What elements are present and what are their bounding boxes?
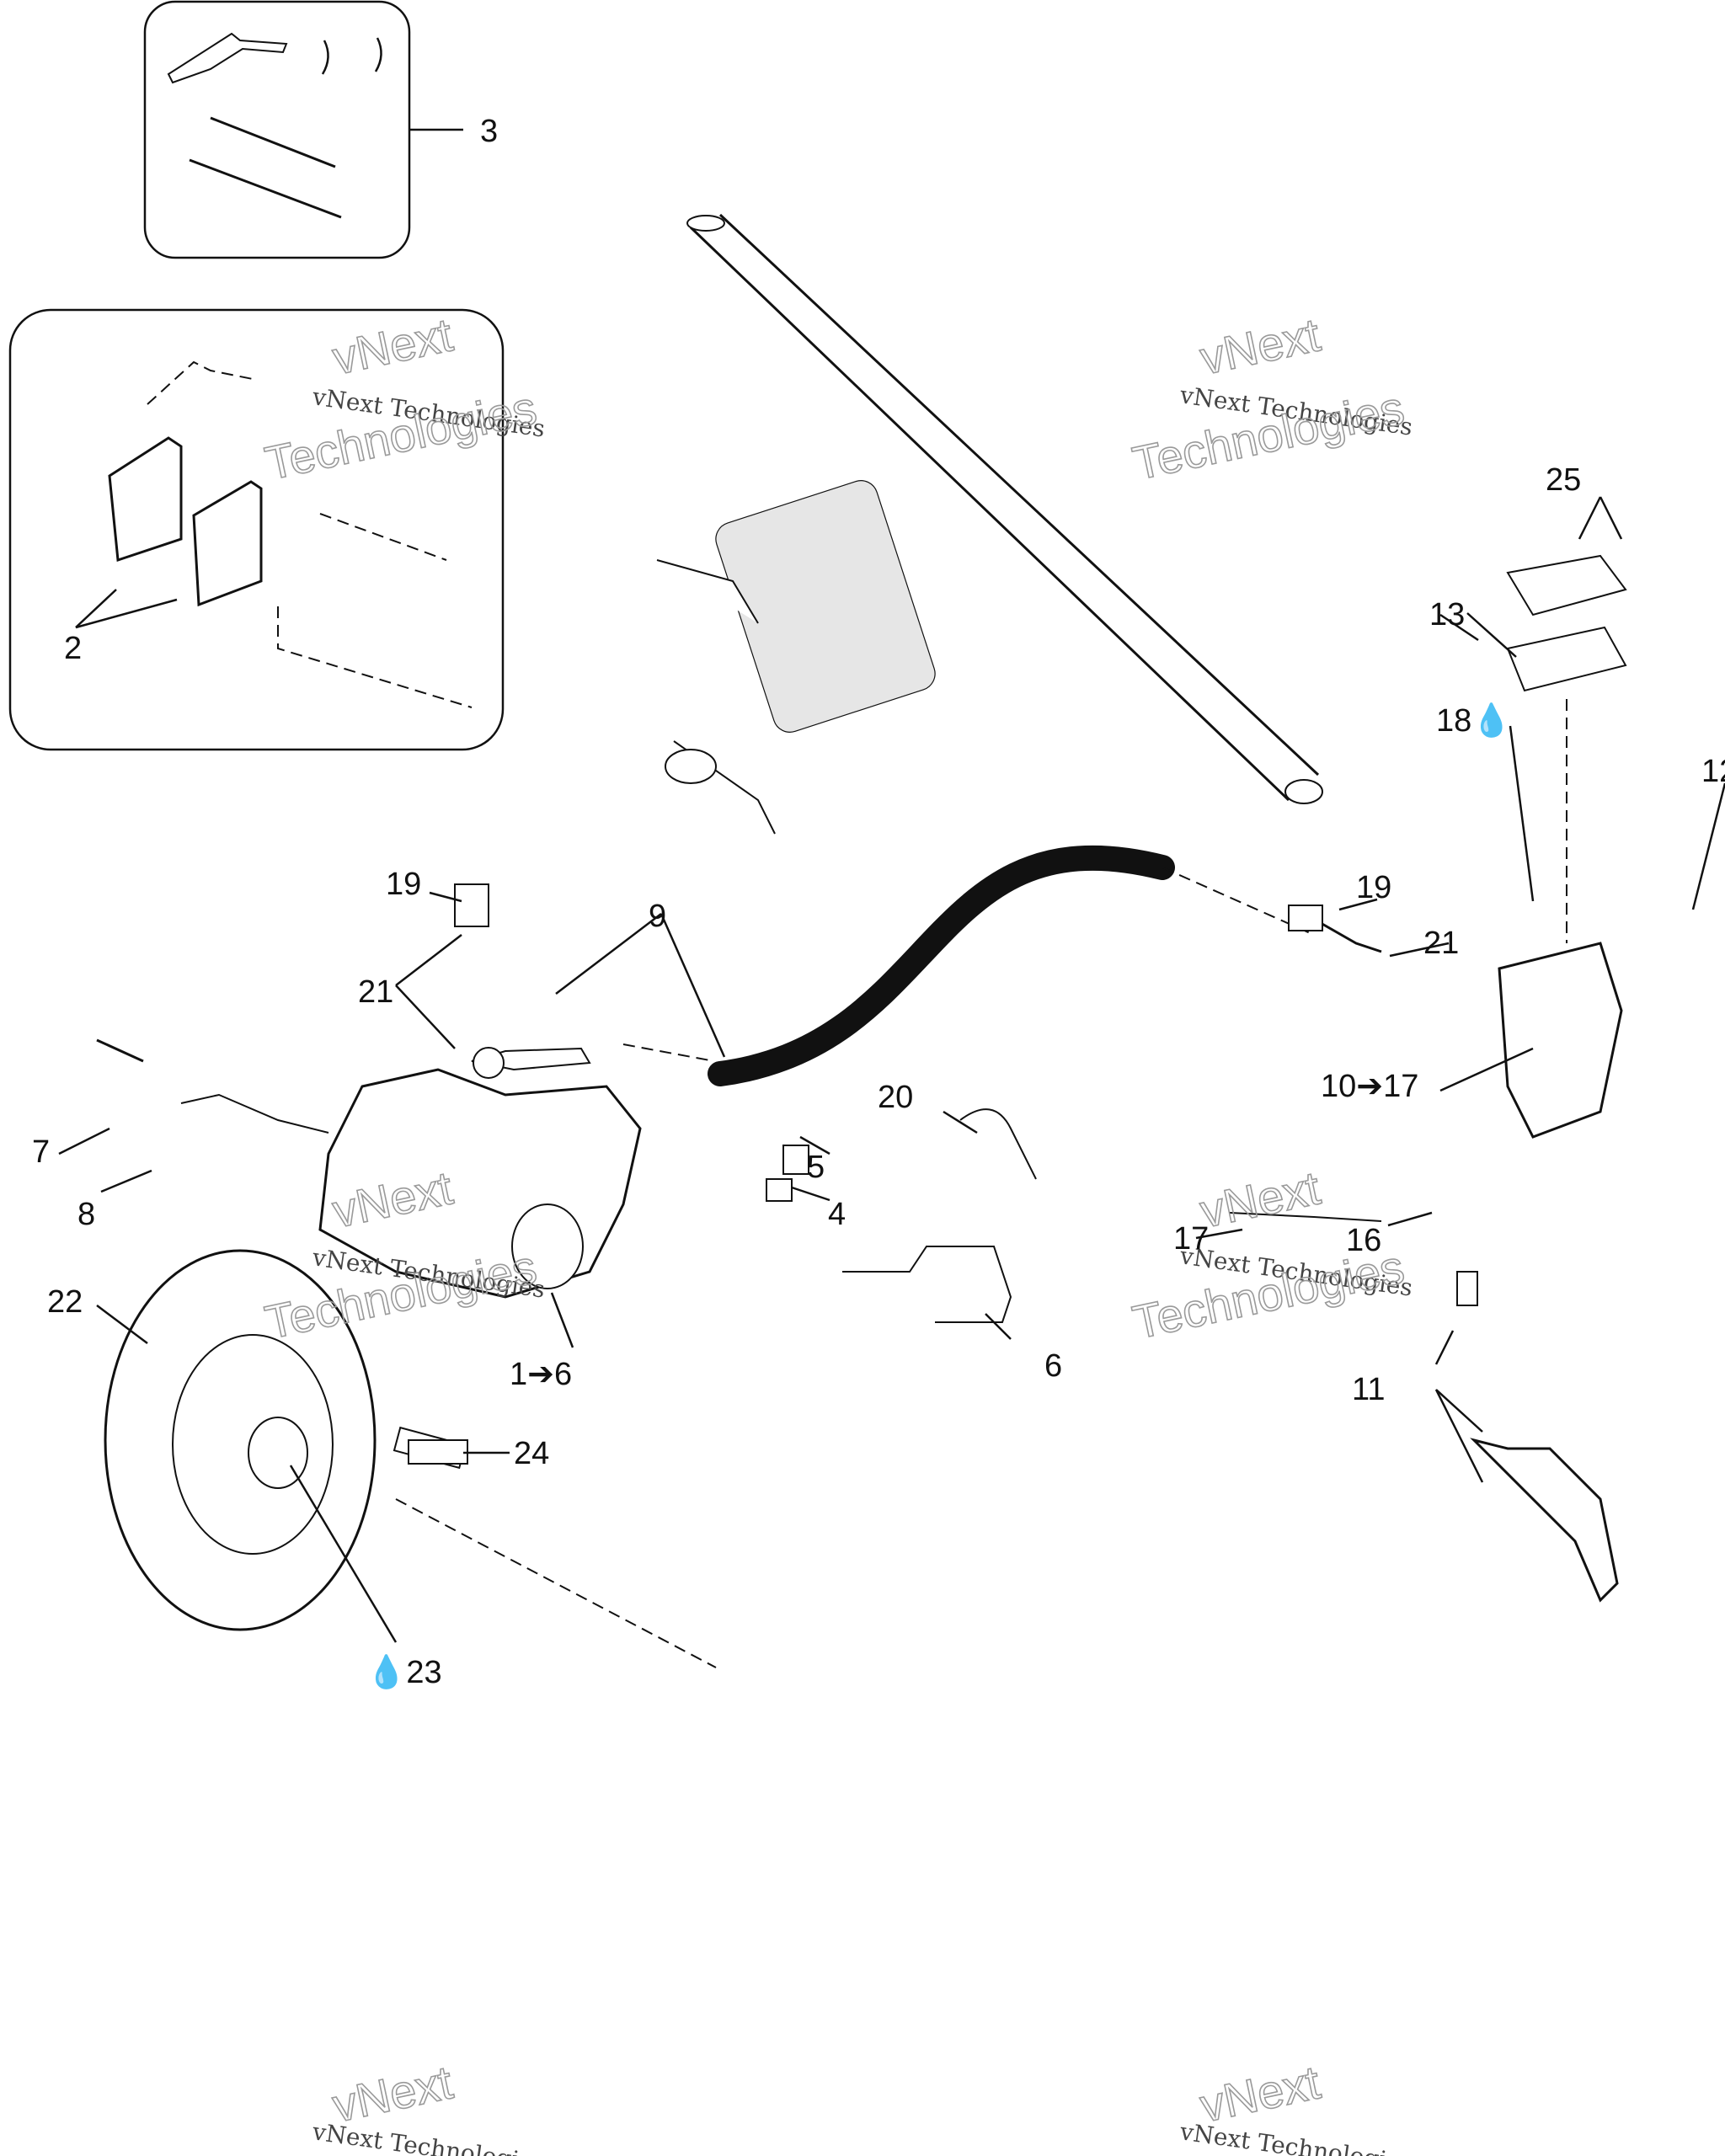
leader-lines (58, 496, 1725, 1643)
svg-text:vNext Technologies: vNext Technologies (310, 2117, 547, 2156)
callout-1-6: 1➔6 (510, 1357, 572, 1392)
callout-11: 11 (1352, 1372, 1385, 1407)
callout-23: 💧23 (366, 1653, 442, 1690)
callout-7: 7 (32, 1134, 50, 1170)
callout-12: 12 (1701, 754, 1725, 789)
handlebar (656, 213, 1323, 835)
callout-6: 6 (1044, 1348, 1062, 1384)
callout-3: 3 (480, 114, 498, 149)
svg-text:vNext: vNext (1195, 2055, 1325, 2132)
inset-box-pins (143, 0, 463, 259)
callout-17: 17 (1173, 1221, 1209, 1257)
svg-text:vNext: vNext (1195, 1161, 1325, 1237)
callout-9: 9 (649, 899, 666, 934)
callout-8: 8 (77, 1197, 95, 1232)
svg-text:vNext: vNext (328, 307, 457, 384)
callout-2: 2 (64, 631, 82, 666)
brake-hose (471, 845, 1315, 1086)
callout-21-left: 21 (358, 974, 393, 1010)
svg-text:vNext Technologies: vNext Technologies (1178, 2117, 1414, 2156)
svg-text:vNext: vNext (1195, 307, 1325, 384)
inset-box-pads (8, 308, 505, 751)
callout-22: 22 (47, 1284, 83, 1320)
callout-13: 13 (1429, 597, 1465, 632)
callout-24: 24 (514, 1436, 549, 1471)
callout-19-right: 19 (1356, 870, 1391, 905)
watermark-6: vNext vNext Technologies (1178, 2054, 1414, 2156)
caliper (96, 1038, 642, 1299)
callout-16: 16 (1346, 1223, 1381, 1258)
callout-5: 5 (807, 1150, 825, 1185)
small-parts (408, 883, 1323, 1465)
callout-18: 18💧 (1436, 702, 1512, 739)
callout-4: 4 (828, 1197, 846, 1232)
callout-21-right: 21 (1423, 926, 1459, 961)
svg-text:vNext: vNext (328, 2055, 457, 2132)
callouts: 3 2 25 13 18💧 12 19 19 9 21 21 10➔17 20 … (32, 114, 1725, 1690)
watermark-5: vNext vNext Technologies (310, 2054, 547, 2156)
callout-20: 20 (878, 1080, 913, 1115)
callout-19-left: 19 (386, 867, 421, 902)
brake-disc (104, 1249, 717, 1668)
watermark-2: vNext vNext Technologies Technologies (1128, 307, 1414, 490)
callout-10-17: 10➔17 (1321, 1069, 1418, 1104)
master-cylinder (1229, 554, 1627, 1603)
callout-25: 25 (1546, 462, 1581, 498)
